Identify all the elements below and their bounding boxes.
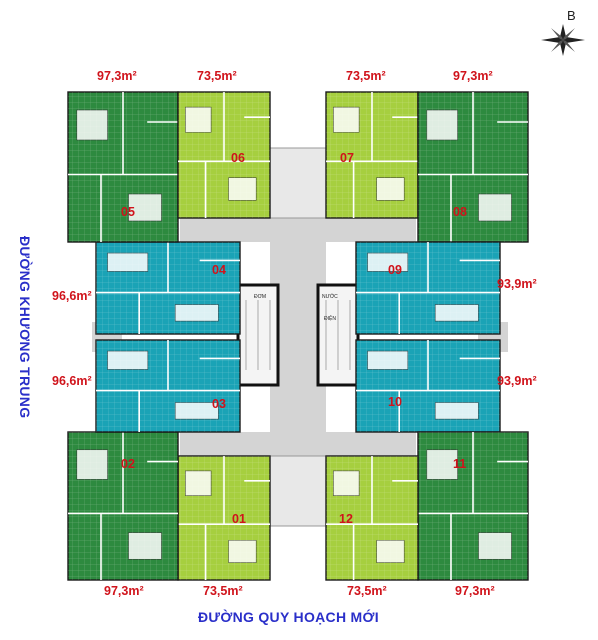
unit-10-block: [355, 339, 501, 433]
unit-09-block: [355, 241, 501, 335]
area-label-11: 97,3m²: [455, 584, 495, 598]
unit-number-03: 03: [212, 397, 226, 411]
core-label-b: NƯỚC: [322, 293, 338, 300]
unit-number-10: 10: [388, 395, 402, 409]
core-label-a: ĐƠM: [254, 294, 266, 300]
unit-number-05: 05: [121, 205, 135, 219]
core-right: [316, 283, 360, 387]
area-label-06: 73,5m²: [197, 69, 237, 83]
area-label-07: 73,5m²: [346, 69, 386, 83]
unit-05-block: [67, 91, 179, 243]
core-label-c: ĐIỆN: [324, 314, 336, 322]
unit-number-04: 04: [212, 263, 226, 277]
unit-number-11: 11: [453, 457, 466, 471]
road-label-left: ĐƯỜNG KHƯƠNG TRUNG: [17, 236, 34, 418]
core-left: [236, 283, 280, 387]
area-label-09: 93,9m²: [497, 277, 537, 291]
area-label-08: 97,3m²: [453, 69, 493, 83]
unit-06-block: [177, 91, 271, 219]
road-label-bottom: ĐƯỜNG QUY HOẠCH MỚI: [198, 608, 379, 625]
unit-number-09: 09: [388, 263, 402, 277]
unit-number-07: 07: [340, 151, 354, 165]
unit-numbers: 05 06 07 08 04 09 03 10 02 01 12 11: [121, 151, 467, 526]
unit-11-block: [417, 431, 529, 581]
area-label-05: 97,3m²: [97, 69, 137, 83]
area-labels: 97,3m² 73,5m² 73,5m² 97,3m² 96,6m² 93,9m…: [52, 69, 537, 598]
area-label-01: 73,5m²: [203, 584, 243, 598]
unit-12-block: [325, 455, 419, 581]
north-label: B: [567, 8, 576, 23]
unit-02-block: [67, 431, 179, 581]
unit-number-08: 08: [453, 205, 467, 219]
unit-01-block: [177, 455, 271, 581]
area-label-03: 96,6m²: [52, 374, 92, 388]
area-label-04: 96,6m²: [52, 289, 92, 303]
compass-rose-icon: [541, 24, 585, 56]
units-layer: [67, 91, 529, 581]
unit-number-02: 02: [121, 457, 135, 471]
unit-number-01: 01: [232, 512, 246, 526]
area-label-02: 97,3m²: [104, 584, 144, 598]
area-label-12: 73,5m²: [347, 584, 387, 598]
unit-07-block: [325, 91, 419, 219]
area-label-10: 93,9m²: [497, 374, 537, 388]
unit-04-block: [95, 241, 241, 335]
unit-03-block: [95, 339, 241, 433]
unit-number-12: 12: [339, 512, 353, 526]
unit-08-block: [417, 91, 529, 243]
unit-number-06: 06: [231, 151, 245, 165]
